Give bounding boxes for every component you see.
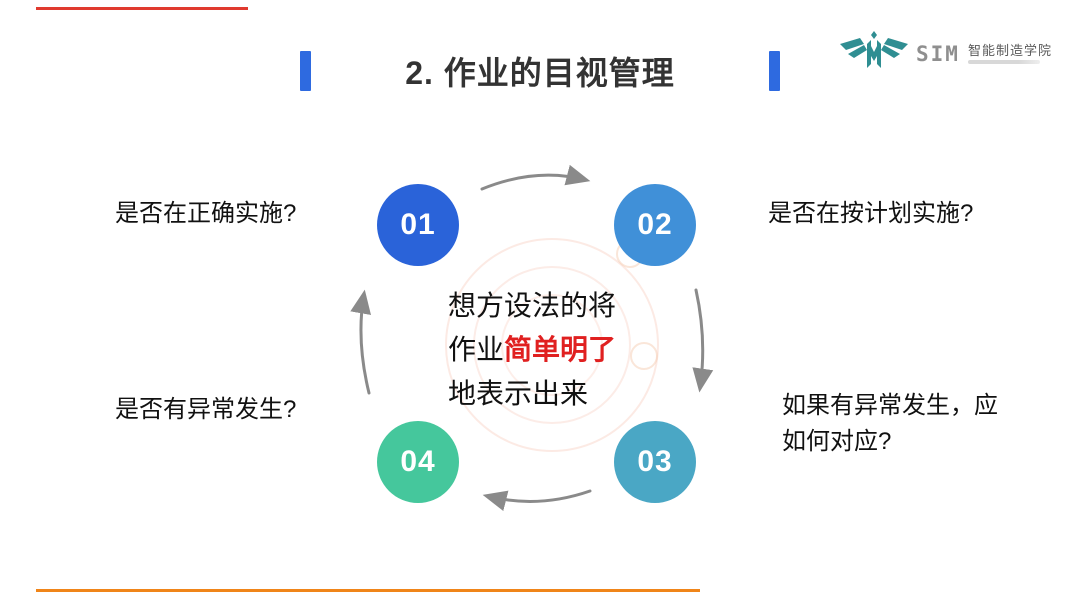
logo: SIM 智能制造学院	[840, 30, 1052, 78]
step-number: 04	[400, 445, 436, 478]
center-message-line2: 作业简单明了	[448, 334, 617, 365]
center-message-line1: 想方设法的将	[448, 290, 617, 321]
center-message: 想方设法的将 作业简单明了 地表示出来	[448, 284, 616, 416]
top-accent-line	[36, 7, 248, 10]
center-message-line3: 地表示出来	[448, 378, 589, 409]
label-step2-question: 是否在按计划实施?	[768, 200, 974, 227]
title-accent-bar-right	[769, 51, 780, 91]
bottom-accent-line	[36, 589, 700, 592]
arrow-04-to-01	[350, 289, 372, 395]
logo-tagline	[967, 60, 1040, 65]
arrow-03-to-04	[482, 489, 592, 511]
arrow-02-to-03	[692, 288, 714, 393]
step-circle-03: 03	[614, 421, 696, 503]
page-title: 2. 作业的目视管理	[405, 55, 675, 91]
label-step4-question: 是否有异常发生?	[115, 396, 297, 423]
step-number: 01	[400, 208, 436, 241]
header: 2. 作业的目视管理	[300, 48, 780, 94]
step-circle-04: 04	[377, 421, 459, 503]
watermark-ring	[630, 342, 658, 370]
step-circle-02: 02	[614, 184, 696, 266]
step-number: 02	[637, 208, 673, 241]
step-circle-01: 01	[377, 184, 459, 266]
step-number: 03	[637, 445, 673, 478]
label-step3-question: 如果有异常发生，应如何对应?	[782, 392, 998, 455]
logo-sim-text: SIM	[916, 42, 960, 66]
highlighted-phrase: 简单明了	[504, 334, 617, 365]
logo-org-name: 智能制造学院	[967, 42, 1052, 58]
label-step1-question: 是否在正确实施?	[115, 200, 297, 227]
arrow-01-to-02	[480, 164, 591, 191]
bird-wings-icon	[840, 31, 908, 68]
title-accent-bar-left	[300, 51, 311, 91]
